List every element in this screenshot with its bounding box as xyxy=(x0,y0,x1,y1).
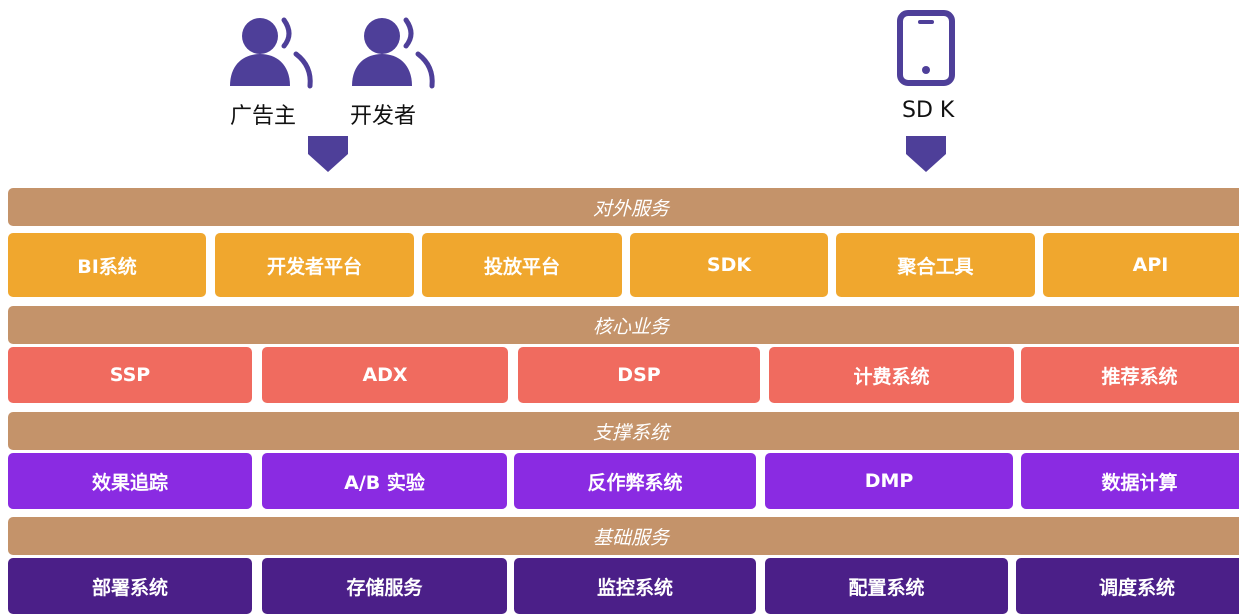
module-box: SSP xyxy=(8,347,252,403)
module-box: DSP xyxy=(518,347,760,403)
module-box: 聚合工具 xyxy=(836,233,1035,297)
advertiser-actor xyxy=(226,10,316,94)
sdk-label: SD K xyxy=(902,98,955,123)
module-box: API xyxy=(1043,233,1239,297)
base-services-row: 部署系统 存储服务 监控系统 配置系统 调度系统 xyxy=(0,558,1239,614)
phone-icon xyxy=(897,10,955,86)
down-arrow-icon xyxy=(906,136,946,172)
developer-label: 开发者 xyxy=(350,104,417,129)
module-box: DMP xyxy=(765,453,1013,509)
module-box: A/B 实验 xyxy=(262,453,507,509)
person-icon xyxy=(352,17,435,89)
module-box: 计费系统 xyxy=(769,347,1014,403)
sdk-actor xyxy=(896,10,956,90)
module-box: ADX xyxy=(262,347,508,403)
module-box: BI系统 xyxy=(8,233,206,297)
module-box: 反作弊系统 xyxy=(514,453,756,509)
person-icon xyxy=(230,17,313,89)
support-systems-bar: 支撑系统 xyxy=(8,412,1239,450)
module-box: 监控系统 xyxy=(514,558,756,614)
module-box: 效果追踪 xyxy=(8,453,252,509)
advertiser-label: 广告主 xyxy=(230,104,297,129)
external-services-row: BI系统 开发者平台 投放平台 SDK 聚合工具 API xyxy=(0,233,1239,297)
module-box: 存储服务 xyxy=(262,558,507,614)
base-services-bar: 基础服务 xyxy=(8,517,1239,555)
module-box: 开发者平台 xyxy=(215,233,414,297)
module-box: 配置系统 xyxy=(765,558,1008,614)
module-box: 投放平台 xyxy=(422,233,622,297)
module-box: 部署系统 xyxy=(8,558,252,614)
down-arrow-icon xyxy=(308,136,348,172)
module-box: 数据计算 xyxy=(1021,453,1239,509)
module-box: 推荐系统 xyxy=(1021,347,1239,403)
core-business-row: SSP ADX DSP 计费系统 推荐系统 xyxy=(0,347,1239,403)
module-box: 调度系统 xyxy=(1016,558,1239,614)
core-business-bar: 核心业务 xyxy=(8,306,1239,344)
external-services-bar: 对外服务 xyxy=(8,188,1239,226)
developer-actor xyxy=(348,10,438,94)
module-box: SDK xyxy=(630,233,828,297)
support-systems-row: 效果追踪 A/B 实验 反作弊系统 DMP 数据计算 xyxy=(0,453,1239,509)
